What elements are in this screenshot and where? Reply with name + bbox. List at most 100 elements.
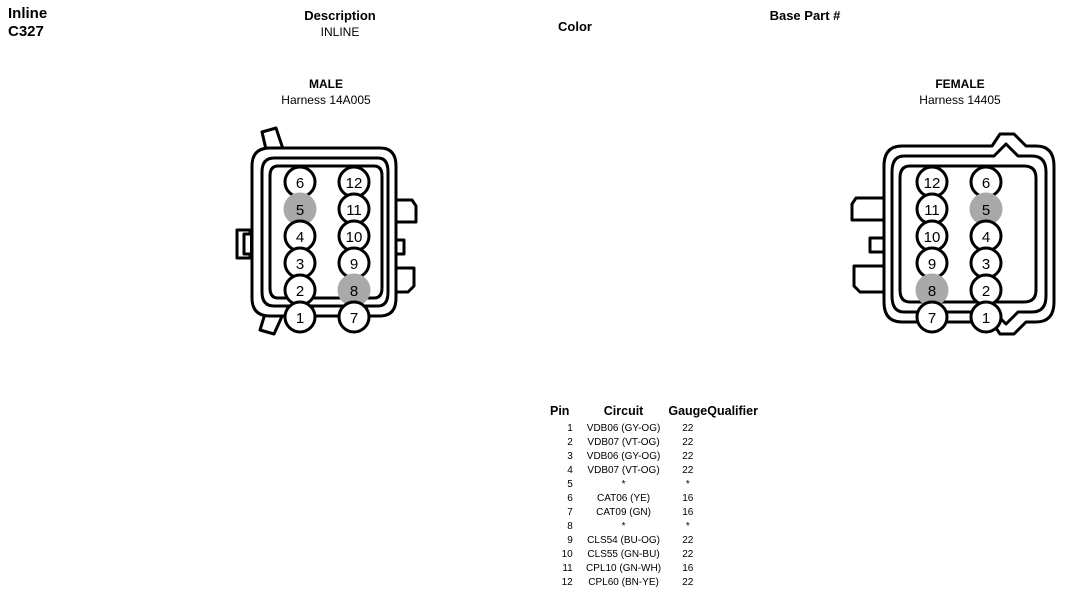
female-pin-6-label: 6 [982, 175, 990, 192]
pin-circuit: CPL10 (GN-WH) [586, 563, 662, 574]
female-pin-8-label: 8 [928, 283, 936, 300]
female-connector-caption: FEMALE Harness 14405 [840, 76, 1070, 108]
connector-identifier: Inline C327 [8, 5, 47, 41]
pin-gauge: 16 [682, 563, 694, 574]
female-harness-label: Harness 14405 [919, 93, 1001, 107]
base-part-label: Base Part # [769, 8, 841, 23]
male-pin-column-left: 6 5 4 3 2 1 [283, 165, 317, 334]
pin-gauge: 22 [682, 465, 694, 476]
pin-number: 7 [567, 507, 573, 518]
pin-number: 9 [567, 535, 573, 546]
description-value: INLINE [320, 25, 360, 39]
female-gender-label: FEMALE [935, 77, 985, 91]
pin-qualifier [707, 506, 758, 520]
table-row: 4 VDB07 (VT-OG) 22 [548, 464, 758, 478]
pin-circuit: VDB06 (GY-OG) [586, 451, 661, 462]
male-pin-11-label: 11 [346, 202, 362, 219]
female-pin-column-right: 6 5 4 3 2 1 [969, 165, 1003, 334]
color-label: Color [558, 19, 592, 34]
pin-circuit: * [621, 479, 626, 490]
pin-number: 6 [567, 493, 573, 504]
pin-number: 10 [561, 549, 573, 560]
pin-table-header-pin: Pin [550, 404, 570, 418]
connector-id-value: C327 [8, 23, 44, 40]
pin-gauge: 16 [682, 507, 694, 518]
pin-qualifier [707, 436, 758, 450]
table-row: 7 CAT09 (GN) 16 [548, 506, 758, 520]
male-pin-column-right: 12 11 10 9 8 7 [337, 165, 371, 334]
pin-circuit: CAT09 (GN) [596, 507, 651, 518]
male-pin-8-label: 8 [350, 283, 358, 300]
pin-circuit: VDB07 (VT-OG) [587, 437, 660, 448]
table-row: 5** [548, 478, 758, 492]
table-row: 12 CPL60 (BN-YE) 22 [548, 576, 758, 590]
pin-gauge: 22 [682, 549, 694, 560]
male-pin-3-label: 3 [296, 256, 304, 273]
base-part-column: Base Part # [710, 7, 900, 24]
pin-qualifier [707, 548, 758, 562]
pin-gauge: 16 [682, 493, 694, 504]
female-pin-1: 1 [969, 300, 1003, 334]
pin-qualifier [707, 464, 758, 478]
pin-gauge: 22 [682, 437, 694, 448]
male-pin-6: 6 [283, 165, 317, 199]
pin-qualifier [707, 422, 758, 436]
female-pin-5-label: 5 [982, 202, 990, 219]
pin-circuit: VDB06 (GY-OG) [586, 423, 661, 434]
pin-qualifier [707, 492, 758, 506]
male-pin-2-label: 2 [296, 283, 304, 300]
pin-table-header-gauge: Gauge [668, 404, 708, 418]
male-pin-1: 1 [283, 300, 317, 334]
pin-gauge: 22 [682, 577, 694, 588]
female-pin-7: 7 [915, 300, 949, 334]
pin-qualifier [707, 450, 758, 464]
male-pin-12-label: 12 [346, 175, 363, 192]
pin-circuit: CAT06 (YE) [596, 493, 651, 504]
female-pin-12-label: 12 [924, 175, 941, 192]
description-label: Description [304, 8, 376, 23]
male-pin-4: 4 [283, 219, 317, 253]
female-pin-1-label: 1 [982, 310, 990, 327]
male-pin-4-label: 4 [296, 229, 304, 246]
female-pin-4-label: 4 [982, 229, 990, 246]
pin-circuit: VDB07 (VT-OG) [587, 465, 660, 476]
pin-number: 3 [567, 451, 573, 462]
male-pin-9-label: 9 [350, 256, 358, 273]
male-pin-6-label: 6 [296, 175, 304, 192]
pin-circuit: CLS55 (GN-BU) [587, 549, 660, 560]
male-pin-7: 7 [337, 300, 371, 334]
color-column: Color [480, 18, 670, 35]
pin-qualifier [707, 478, 758, 492]
male-pin-1-label: 1 [296, 310, 304, 327]
pin-table-header-row: Pin Circuit Gauge Qualifier [548, 404, 758, 422]
pin-number: 4 [567, 465, 573, 476]
pin-gauge: 22 [682, 535, 694, 546]
male-pin-10-label: 10 [346, 229, 363, 246]
pin-circuit: * [621, 521, 626, 532]
connector-type-label: Inline [8, 5, 48, 22]
male-pin-7-label: 7 [350, 310, 358, 327]
female-pin-11: 11 [915, 192, 949, 226]
female-pin-10-label: 10 [924, 229, 941, 246]
pin-table-header-qualifier: Qualifier [707, 404, 758, 418]
pin-circuit: CLS54 (BU-OG) [587, 535, 660, 546]
female-connector-diagram: 12 11 10 9 8 7 [840, 112, 1070, 362]
pin-number: 12 [561, 577, 573, 588]
pin-gauge: 22 [682, 423, 694, 434]
male-harness-label: Harness 14A005 [281, 93, 371, 107]
male-gender-label: MALE [309, 77, 343, 91]
description-column: Description INLINE [245, 7, 435, 41]
pin-circuit: CPL60 (BN-YE) [588, 577, 659, 588]
table-row: 9 CLS54 (BU-OG) 22 [548, 534, 758, 548]
male-connector-diagram: 6 5 4 3 2 1 [232, 112, 432, 357]
female-pin-11-label: 11 [924, 202, 940, 219]
female-pin-2-label: 2 [982, 283, 990, 300]
table-row: 8** [548, 520, 758, 534]
female-pin-column-left: 12 11 10 9 8 7 [915, 165, 949, 334]
